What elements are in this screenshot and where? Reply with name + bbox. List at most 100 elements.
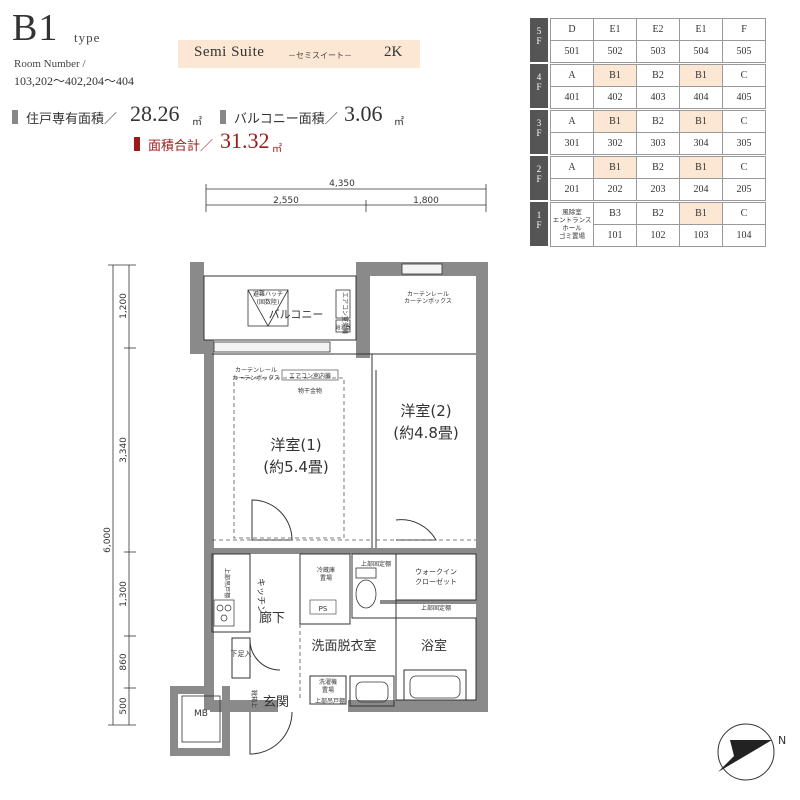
unit-type-word: type bbox=[74, 30, 101, 45]
upper-cabinet2-label: 上部吊戸棚 bbox=[315, 697, 345, 705]
total-area-label: 面積合計／ bbox=[148, 139, 214, 154]
upper-shelf2-label: 上部固定棚 bbox=[421, 604, 451, 612]
dim-top-right: 1,800 bbox=[413, 196, 439, 206]
hallway-label: 廊下 bbox=[259, 610, 285, 626]
western1-size: (約5.4畳) bbox=[263, 458, 329, 476]
compass-icon bbox=[717, 723, 775, 781]
fridge-label-line2: 置場 bbox=[320, 574, 332, 582]
room-number-label: Room Number / bbox=[14, 58, 86, 70]
escape-hatch-icon bbox=[247, 289, 289, 327]
floor-cell-room: 305 bbox=[722, 132, 766, 155]
ac-indoor-label: エアコン室内機 bbox=[289, 372, 331, 380]
upper-shelf-label: 上部固定棚 bbox=[361, 560, 391, 568]
laundry-pole-label: 物干金物 bbox=[298, 387, 322, 395]
western1-name: 洋室(1) bbox=[270, 436, 321, 454]
curtain-box-left-label: カーテンボックス bbox=[232, 374, 280, 382]
area-marker bbox=[220, 110, 226, 124]
dim-side-3: 1,300 bbox=[119, 581, 129, 607]
water-heater bbox=[335, 319, 351, 333]
suite-kana: －セミスイート－ bbox=[288, 51, 352, 60]
private-area-label: 住戸専有面積／ bbox=[26, 112, 118, 127]
dim-side-total: 6,000 bbox=[103, 527, 113, 553]
stove-icon bbox=[213, 599, 235, 627]
shoe-storage-label: 下足入 bbox=[231, 650, 252, 658]
fridge-label-line1: 冷蔵庫 bbox=[317, 566, 335, 574]
floor-cell-room: 205 bbox=[722, 178, 766, 201]
ps-label: PS bbox=[319, 605, 328, 613]
balcony-area-unit: ㎡ bbox=[394, 117, 404, 128]
floor-cell-room: 503 bbox=[636, 40, 680, 63]
western2-name: 洋室(2) bbox=[400, 402, 451, 420]
balcony-area-value: 3.06 bbox=[344, 101, 383, 126]
dim-top-left: 2,550 bbox=[273, 196, 299, 206]
floor-cell-type: F bbox=[722, 18, 766, 41]
dim-side-1: 1,200 bbox=[119, 293, 129, 319]
balcony-area-label: バルコニー面積／ bbox=[234, 112, 338, 127]
room-numbers: 103,202～402,204～404 bbox=[14, 74, 135, 88]
walls bbox=[170, 262, 488, 756]
washer-label-line2: 置場 bbox=[322, 686, 334, 694]
suite-banner bbox=[178, 40, 420, 68]
compass-north: N bbox=[778, 734, 786, 747]
top-dimension-lines bbox=[205, 184, 487, 212]
ac-indoor-unit bbox=[281, 369, 339, 381]
total-area-unit: ㎡ bbox=[272, 144, 282, 155]
dashed-lines bbox=[212, 377, 476, 700]
water-heater-label: 給湯器 bbox=[335, 324, 350, 331]
side-dimension-lines bbox=[108, 264, 136, 726]
entrance-label: 玄関 bbox=[263, 695, 289, 710]
floor-cell-room: 402 bbox=[593, 86, 637, 109]
western2-size: (約4.8畳) bbox=[393, 424, 459, 442]
private-area-unit: ㎡ bbox=[192, 117, 202, 128]
floor-cell-room: 505 bbox=[722, 40, 766, 63]
suite-layout: 2K bbox=[384, 44, 403, 60]
floor-cell-room: 104 bbox=[722, 224, 766, 247]
floor-cell-type: B1 bbox=[679, 110, 723, 133]
walkin-closet-line1: ウォークイン bbox=[415, 568, 457, 576]
sink-icon bbox=[355, 681, 389, 703]
interior-lines bbox=[203, 275, 477, 755]
unit-type-letter: B1 bbox=[12, 7, 59, 49]
hatch-label-line1: 避難ハッチ bbox=[253, 290, 283, 298]
floor-cell-common: 風除室エントランスホールゴミ置場 bbox=[550, 202, 594, 247]
mb-label: MB bbox=[194, 709, 208, 719]
washroom-label: 洗面脱衣室 bbox=[311, 638, 376, 654]
area-marker bbox=[134, 137, 140, 151]
curtain-box-right-label: カーテンボックス bbox=[404, 297, 452, 305]
toilet-tank bbox=[355, 567, 377, 579]
curtain-rail-right-label: カーテンレール bbox=[407, 291, 449, 298]
ac-outdoor-label: エアコン室外機 bbox=[341, 292, 349, 334]
floor-cell-type: B1 bbox=[679, 64, 723, 87]
pipe-space bbox=[309, 599, 337, 615]
bathtub-icon bbox=[409, 675, 461, 699]
curtain-rail-left-label: カーテンレール bbox=[235, 367, 277, 374]
meter-box bbox=[181, 695, 221, 743]
washer-label-line1: 洗濯機 bbox=[319, 678, 337, 686]
upper-cabinet-label: 上部吊戸棚 bbox=[223, 568, 231, 598]
total-area-value: 31.32 bbox=[220, 128, 270, 153]
shoe-cabinet-top-label: 靴箱上 bbox=[250, 690, 258, 708]
walkin-closet-line2: クローゼット bbox=[415, 577, 457, 586]
bath-label: 浴室 bbox=[421, 638, 447, 654]
dim-side-5: 500 bbox=[119, 697, 129, 714]
ac-outdoor-unit bbox=[335, 289, 351, 319]
toilet-icon bbox=[355, 579, 377, 609]
area-marker bbox=[12, 110, 18, 124]
dim-side-4: 860 bbox=[119, 653, 129, 670]
floor-cell-room: 405 bbox=[722, 86, 766, 109]
dim-top-total: 4,350 bbox=[329, 179, 355, 189]
balcony-label: バルコニー bbox=[269, 308, 324, 321]
private-area-value: 28.26 bbox=[130, 101, 180, 126]
suite-name: Semi Suite bbox=[194, 44, 265, 60]
